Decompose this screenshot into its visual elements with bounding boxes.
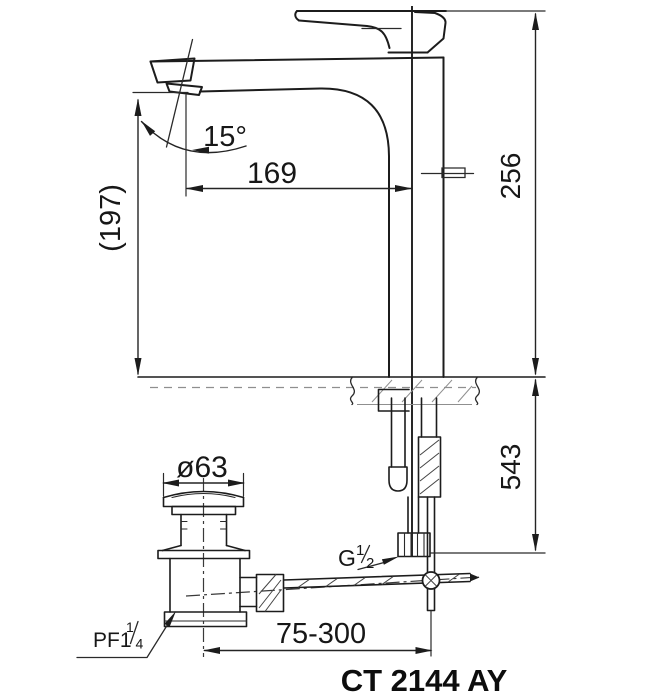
supply-thread-prefix: G [338, 545, 356, 571]
drain-thread-prefix: PF1 [93, 629, 132, 652]
dim-drain-flange-diameter-label: ø63 [176, 451, 228, 484]
lift-rod-linkage [283, 496, 480, 657]
drain-thread-numerator: 1 [126, 619, 134, 635]
dim-spout-angle: 15° [140, 120, 247, 154]
counter-deck-section [137, 376, 546, 406]
dim-spout-reach-label: 169 [247, 157, 297, 190]
label-drain-thread: PF1 1 4 [76, 611, 176, 659]
supply-thread-denominator: 2 [366, 555, 374, 572]
supply-hose-right [407, 397, 442, 534]
dim-drain-flange-diameter: ø63 [162, 451, 245, 497]
supply-thread-numerator: 1 [356, 542, 364, 559]
supply-connector-nut [397, 532, 431, 558]
pop-up-drain [157, 490, 285, 628]
dim-below-counter-depth-label: 543 [495, 444, 526, 491]
dim-overall-height-label: 256 [495, 153, 526, 200]
dim-lift-rod-range-label: 75-300 [276, 618, 366, 650]
dim-spout-angle-label: 15° [203, 121, 247, 153]
dim-lift-rod-range: 75-300 [203, 618, 433, 654]
label-supply-thread: G 1 2 [338, 542, 399, 572]
mounting-bracket [377, 388, 410, 412]
model-code-label: CT 2144 AY [341, 663, 508, 698]
drain-thread-denominator: 4 [136, 636, 144, 652]
dim-below-counter-depth: 543 [495, 378, 539, 552]
dim-spout-outlet-height-label: (197) [95, 184, 127, 252]
dim-spout-outlet-height: (197) [95, 91, 189, 376]
supply-hose-left [388, 397, 408, 492]
dim-spout-reach: 169 [185, 94, 413, 197]
spout-and-body [149, 38, 475, 378]
handle-lever [294, 10, 546, 54]
dim-overall-height: 256 [495, 12, 539, 376]
